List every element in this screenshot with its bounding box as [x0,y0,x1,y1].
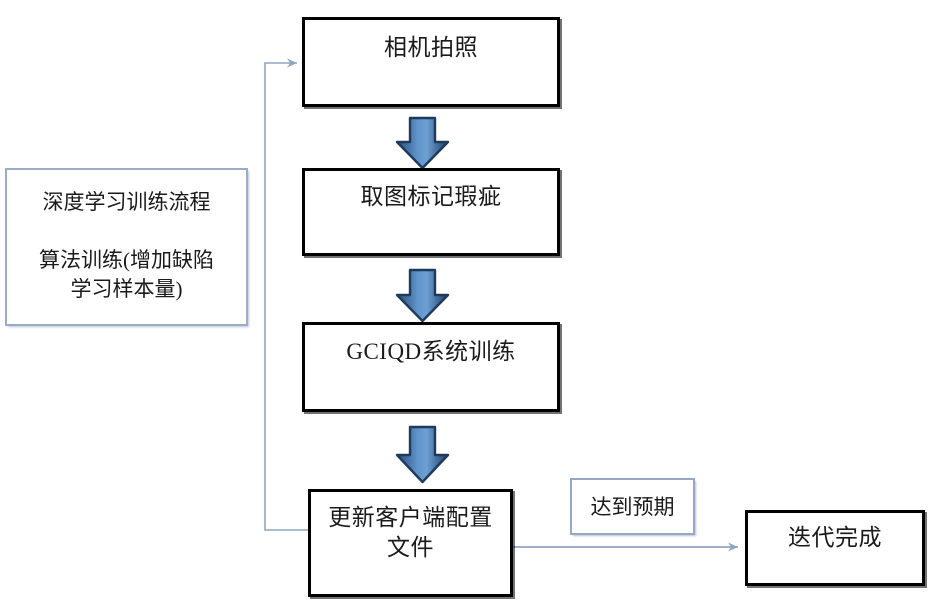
condition-box-expected-reached[interactable]: 达到预期 [570,478,695,535]
process-box-camera-capture[interactable]: 相机拍照 [302,17,560,107]
process-box-mark-defects[interactable]: 取图标记瑕疵 [302,168,560,256]
process-box-update-client-config[interactable]: 更新客户端配置 文件 [308,489,513,597]
block-arrow-step3-step4 [395,425,450,484]
process-box-gciqd-training[interactable]: GCIQD系统训练 [302,322,560,412]
process-box-camera-capture-label: 相机拍照 [384,35,478,60]
terminal-box-iteration-complete-label: 迭代完成 [788,525,882,550]
block-arrow-step2-step3 [395,268,450,323]
condition-box-expected-reached-label: 达到预期 [590,495,675,519]
annotation-box: 深度学习训练流程 算法训练(增加缺陷 学习样本量) [5,168,248,326]
annotation-line-2: 算法训练(增加缺陷 学习样本量) [39,248,214,301]
annotation-line-1: 深度学习训练流程 [42,190,211,214]
block-arrow-step1-step2 [395,116,450,170]
process-box-mark-defects-label: 取图标记瑕疵 [360,184,502,209]
process-box-gciqd-training-label: GCIQD系统训练 [346,339,516,364]
feedback-loop-arrow [264,58,308,531]
terminal-box-iteration-complete[interactable]: 迭代完成 [745,510,925,586]
process-box-update-client-config-label: 更新客户端配置 文件 [328,505,493,560]
